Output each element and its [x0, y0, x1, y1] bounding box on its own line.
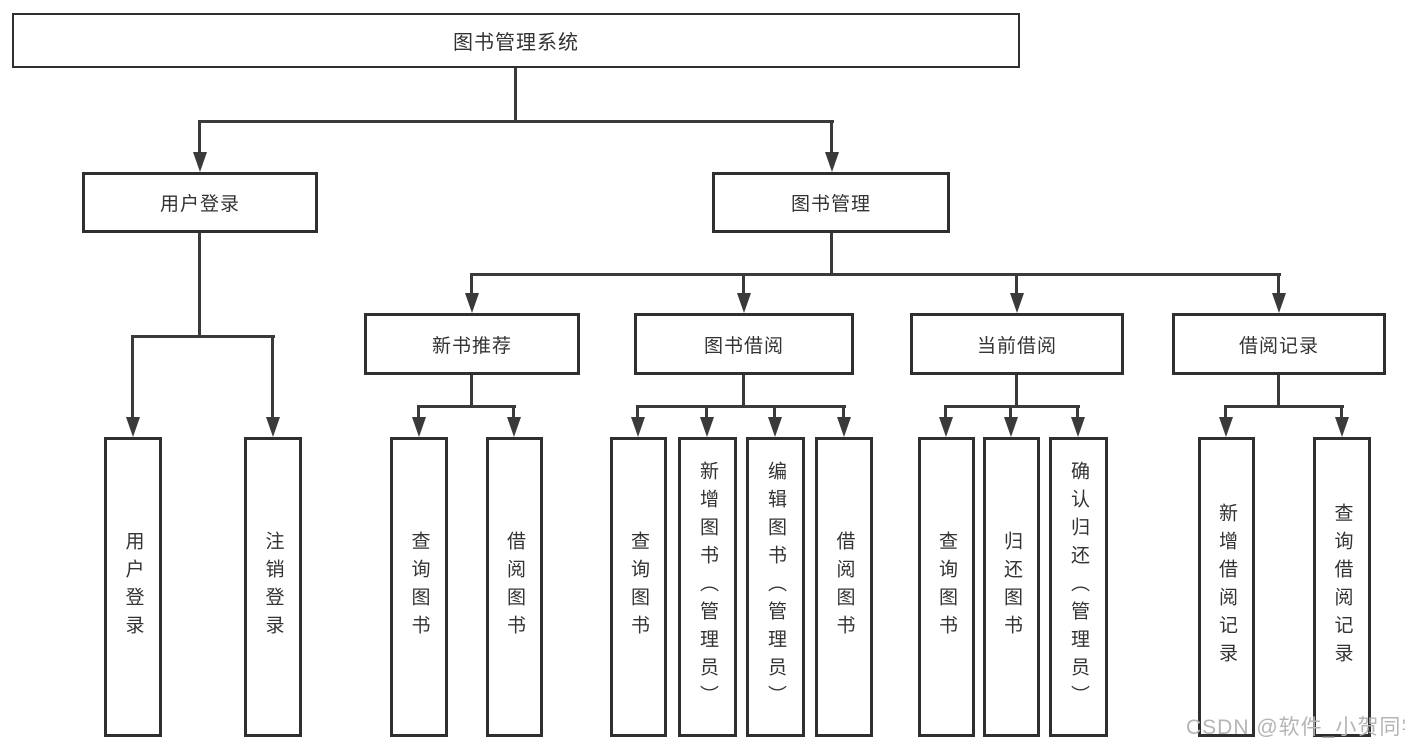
- connector: [944, 405, 1080, 408]
- arrow-down: [266, 417, 280, 437]
- node-root-label: 图书管理系统: [453, 32, 579, 54]
- arrow-down: [1335, 417, 1349, 437]
- node-root: 图书管理系统: [12, 13, 1020, 68]
- node-book-management-label: 图书管理: [790, 194, 871, 215]
- leaf-logout: 注销登录: [244, 437, 302, 737]
- connector: [131, 335, 134, 419]
- connector: [705, 405, 708, 421]
- connector: [417, 405, 420, 421]
- leaf-user-login-label: 用户登录: [122, 531, 144, 643]
- connector: [1015, 273, 1018, 297]
- leaf-current-return-book: 归还图书: [983, 437, 1040, 737]
- node-new-book-recommend-label: 新书推荐: [431, 335, 512, 357]
- connector: [944, 405, 947, 421]
- connector: [636, 405, 639, 421]
- arrow-down: [737, 293, 751, 313]
- csdn-watermark: CSDN @软件_小贺同学: [1186, 716, 1405, 739]
- arrow-down: [126, 417, 140, 437]
- connector: [470, 273, 1281, 276]
- arrow-down: [1219, 417, 1233, 437]
- connector: [199, 120, 834, 123]
- node-book-borrow-label: 图书借阅: [703, 335, 784, 357]
- connector: [198, 120, 201, 156]
- node-current-borrow-label: 当前借阅: [976, 335, 1057, 357]
- leaf-borrow-query-book-label: 查询图书: [628, 531, 649, 643]
- leaf-borrow-borrow-book: 借阅图书: [815, 437, 873, 737]
- leaf-current-query-book: 查询图书: [918, 437, 975, 737]
- node-user-login-label: 用户登录: [159, 194, 240, 215]
- connector: [830, 120, 833, 156]
- leaf-user-login: 用户登录: [104, 437, 162, 737]
- connector: [1009, 405, 1012, 421]
- connector: [1224, 405, 1344, 408]
- arrow-down: [837, 417, 851, 437]
- connector: [1076, 405, 1079, 421]
- node-new-book-recommend: 新书推荐: [364, 313, 580, 375]
- connector: [132, 335, 275, 338]
- arrow-down: [700, 417, 714, 437]
- node-book-management: 图书管理: [712, 172, 950, 233]
- leaf-current-return-book-label: 归还图书: [1001, 531, 1022, 643]
- connector: [198, 233, 201, 337]
- connector: [514, 68, 517, 120]
- node-current-borrow: 当前借阅: [910, 313, 1124, 375]
- node-user-login: 用户登录: [82, 172, 318, 233]
- leaf-current-confirm-return-admin: 确认归还（管理员）: [1049, 437, 1108, 737]
- connector: [470, 273, 473, 297]
- connector: [742, 375, 745, 407]
- arrow-down: [825, 152, 839, 172]
- connector: [1015, 375, 1018, 407]
- node-borrow-records-label: 借阅记录: [1238, 335, 1319, 357]
- connector: [636, 405, 846, 408]
- connector: [773, 405, 776, 421]
- connector: [1277, 273, 1280, 297]
- leaf-current-query-book-label: 查询图书: [936, 531, 957, 643]
- node-book-borrow: 图书借阅: [634, 313, 854, 375]
- arrow-down: [1071, 417, 1085, 437]
- connector: [742, 273, 745, 297]
- connector: [842, 405, 845, 421]
- connector: [1224, 405, 1227, 421]
- arrow-down: [412, 417, 426, 437]
- arrow-down: [1272, 293, 1286, 313]
- leaf-current-confirm-return-admin-label: 确认归还（管理员）: [1068, 461, 1089, 713]
- leaf-borrow-edit-book-admin: 编辑图书（管理员）: [746, 437, 805, 737]
- arrow-down: [1010, 293, 1024, 313]
- leaf-borrow-edit-book-admin-label: 编辑图书（管理员）: [765, 461, 786, 713]
- connector: [512, 405, 515, 421]
- leaf-records-add-record-label: 新增借阅记录: [1216, 503, 1237, 671]
- leaf-recommend-borrow-book: 借阅图书: [486, 437, 543, 737]
- connector: [470, 375, 473, 407]
- leaf-borrow-borrow-book-label: 借阅图书: [833, 531, 855, 643]
- leaf-borrow-add-book-admin-label: 新增图书（管理员）: [697, 461, 718, 713]
- connector: [830, 233, 833, 275]
- arrow-down: [768, 417, 782, 437]
- arrow-down: [465, 293, 479, 313]
- connector: [271, 335, 274, 419]
- leaf-recommend-borrow-book-label: 借阅图书: [504, 531, 525, 643]
- leaf-records-add-record: 新增借阅记录: [1198, 437, 1255, 737]
- connector: [1277, 375, 1280, 407]
- arrow-down: [507, 417, 521, 437]
- connector: [1340, 405, 1343, 421]
- arrow-down: [939, 417, 953, 437]
- leaf-logout-label: 注销登录: [262, 531, 284, 643]
- leaf-records-query-record-label: 查询借阅记录: [1331, 503, 1353, 671]
- leaf-borrow-query-book: 查询图书: [610, 437, 667, 737]
- connector: [417, 405, 516, 408]
- arrow-down: [1004, 417, 1018, 437]
- leaf-recommend-query-book: 查询图书: [390, 437, 448, 737]
- leaf-recommend-query-book-label: 查询图书: [408, 531, 430, 643]
- leaf-borrow-add-book-admin: 新增图书（管理员）: [678, 437, 737, 737]
- arrow-down: [631, 417, 645, 437]
- leaf-records-query-record: 查询借阅记录: [1313, 437, 1371, 737]
- arrow-down: [193, 152, 207, 172]
- node-borrow-records: 借阅记录: [1172, 313, 1386, 375]
